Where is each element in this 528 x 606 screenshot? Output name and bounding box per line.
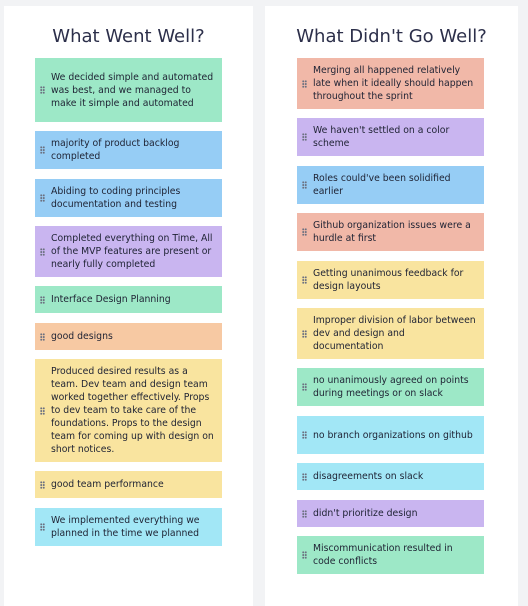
sticky-note-text: Interface Design Planning xyxy=(51,294,171,305)
sticky-note-text: Getting unanimous feedback for design la… xyxy=(313,268,464,292)
sticky-note[interactable]: good designs xyxy=(35,323,222,350)
drag-handle-icon[interactable] xyxy=(302,133,307,141)
sticky-note-text: disagreements on slack xyxy=(313,471,424,482)
sticky-note[interactable]: Completed everything on Time, All of the… xyxy=(35,226,222,277)
drag-handle-icon[interactable] xyxy=(40,523,45,531)
drag-handle-icon[interactable] xyxy=(302,276,307,284)
sticky-note-text: good team performance xyxy=(51,479,164,490)
drag-handle-icon[interactable] xyxy=(302,509,307,518)
sticky-note-text: Abiding to coding principles documentati… xyxy=(51,186,181,210)
drag-handle-icon[interactable] xyxy=(40,146,45,154)
sticky-note[interactable]: majority of product backlog completed xyxy=(35,131,222,169)
sticky-note[interactable]: We haven't settled on a color scheme xyxy=(297,118,484,156)
drag-handle-icon[interactable] xyxy=(302,431,307,439)
went-well-column: What Went Well? We decided simple and au… xyxy=(4,6,253,606)
didnt-go-well-title: What Didn't Go Well? xyxy=(296,26,487,47)
sticky-note-text: good designs xyxy=(51,331,113,342)
sticky-note[interactable]: Interface Design Planning xyxy=(35,286,222,313)
sticky-note[interactable]: Getting unanimous feedback for design la… xyxy=(297,261,484,299)
sticky-note[interactable]: We implemented everything we planned in … xyxy=(35,508,222,546)
sticky-note[interactable]: no unanimously agreed on points during m… xyxy=(297,368,484,406)
sticky-note[interactable]: didn't prioritize design xyxy=(297,500,484,527)
sticky-note[interactable]: Github organization issues were a hurdle… xyxy=(297,213,484,251)
drag-handle-icon[interactable] xyxy=(40,86,45,94)
drag-handle-icon[interactable] xyxy=(302,228,307,236)
sticky-note[interactable]: no branch organizations on github xyxy=(297,416,484,454)
sticky-note-text: We implemented everything we planned in … xyxy=(51,515,200,539)
drag-handle-icon[interactable] xyxy=(302,79,307,88)
drag-handle-icon[interactable] xyxy=(40,332,45,341)
sticky-note[interactable]: Improper division of labor between dev a… xyxy=(297,308,484,359)
sticky-note-text: Roles could've been solidified earlier xyxy=(313,173,451,197)
sticky-note-text: Completed everything on Time, All of the… xyxy=(51,233,213,270)
sticky-note[interactable]: Abiding to coding principles documentati… xyxy=(35,179,222,217)
drag-handle-icon[interactable] xyxy=(302,383,307,391)
drag-handle-icon[interactable] xyxy=(302,472,307,481)
sticky-note-text: Produced desired results as a team. Dev … xyxy=(51,366,214,455)
sticky-note[interactable]: Merging all happened relatively late whe… xyxy=(297,58,484,109)
sticky-note-text: Github organization issues were a hurdle… xyxy=(313,220,471,244)
sticky-note[interactable]: Roles could've been solidified earlier xyxy=(297,166,484,204)
didnt-go-well-column: What Didn't Go Well? Merging all happene… xyxy=(265,6,518,606)
sticky-note-text: Miscommunication resulted in code confli… xyxy=(313,543,453,567)
drag-handle-icon[interactable] xyxy=(302,329,307,338)
sticky-note-text: We decided simple and automated was best… xyxy=(51,71,214,109)
sticky-note[interactable]: We decided simple and automated was best… xyxy=(35,58,222,122)
sticky-note-text: Improper division of labor between dev a… xyxy=(313,315,476,352)
drag-handle-icon[interactable] xyxy=(40,194,45,202)
drag-handle-icon[interactable] xyxy=(40,247,45,256)
sticky-note[interactable]: Produced desired results as a team. Dev … xyxy=(35,359,222,462)
drag-handle-icon[interactable] xyxy=(302,181,307,189)
sticky-note[interactable]: good team performance xyxy=(35,471,222,498)
sticky-note-text: didn't prioritize design xyxy=(313,508,418,519)
drag-handle-icon[interactable] xyxy=(40,295,45,304)
drag-handle-icon[interactable] xyxy=(302,551,307,559)
went-well-title: What Went Well? xyxy=(52,26,205,47)
sticky-note[interactable]: Miscommunication resulted in code confli… xyxy=(297,536,484,574)
sticky-note-text: Merging all happened relatively late whe… xyxy=(313,65,474,102)
drag-handle-icon[interactable] xyxy=(40,406,45,415)
sticky-note-text: majority of product backlog completed xyxy=(51,138,180,162)
sticky-note-text: no branch organizations on github xyxy=(313,429,473,441)
sticky-note-text: no unanimously agreed on points during m… xyxy=(313,375,469,399)
drag-handle-icon[interactable] xyxy=(40,480,45,489)
sticky-note-text: We haven't settled on a color scheme xyxy=(313,125,450,149)
sticky-note[interactable]: disagreements on slack xyxy=(297,463,484,490)
